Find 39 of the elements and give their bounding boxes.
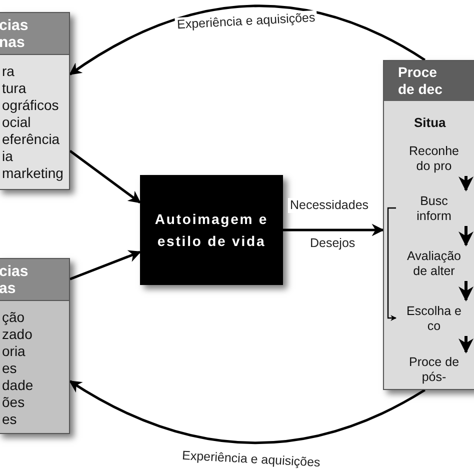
step-text: Proce de pós- <box>408 355 460 385</box>
lifestyle-box <box>140 175 283 285</box>
factor-item: ográficos <box>1 97 60 114</box>
arrow <box>69 150 141 204</box>
arrow <box>458 176 474 192</box>
arrow <box>70 250 142 280</box>
step-text: Escolha e co <box>406 304 462 334</box>
factor-card <box>0 258 70 434</box>
factor-item: ões <box>1 394 26 411</box>
arrow <box>68 4 426 76</box>
arrow <box>387 207 397 321</box>
factor-item: zado <box>1 326 34 343</box>
step-text: Busc inform <box>416 194 452 224</box>
factor-card <box>0 12 70 190</box>
arrow <box>458 226 474 246</box>
factor-item: es <box>1 411 18 428</box>
factor-item: ção <box>1 309 26 326</box>
factor-item: tura <box>1 80 28 97</box>
step-text: Reconhe do pro <box>408 144 460 174</box>
factor-item: dade <box>1 377 34 394</box>
factor-item: ia <box>1 148 14 165</box>
box-title: Autoimagem e estilo de vida <box>154 210 270 251</box>
step-text: Avaliação de alter <box>406 249 462 279</box>
arrow <box>458 336 474 354</box>
flow-caption: Desejos <box>310 236 356 251</box>
arrow <box>458 281 474 302</box>
factor-item: oria <box>1 343 26 360</box>
arrow <box>68 380 426 444</box>
factor-item: marketing <box>1 165 64 182</box>
edge-label: Experiência e aquisições <box>174 10 318 33</box>
process-panel <box>383 60 474 390</box>
factor-item: ra <box>1 63 16 80</box>
factor-item: ocial <box>1 114 32 131</box>
panel-title: Proce de dec <box>398 64 444 98</box>
arrow <box>283 224 384 236</box>
edge-label: Experiência e aquisições <box>180 448 323 471</box>
panel-subtitle: Situa <box>414 114 446 132</box>
factor-item: eferência <box>1 131 61 148</box>
factor-item: es <box>1 360 18 377</box>
